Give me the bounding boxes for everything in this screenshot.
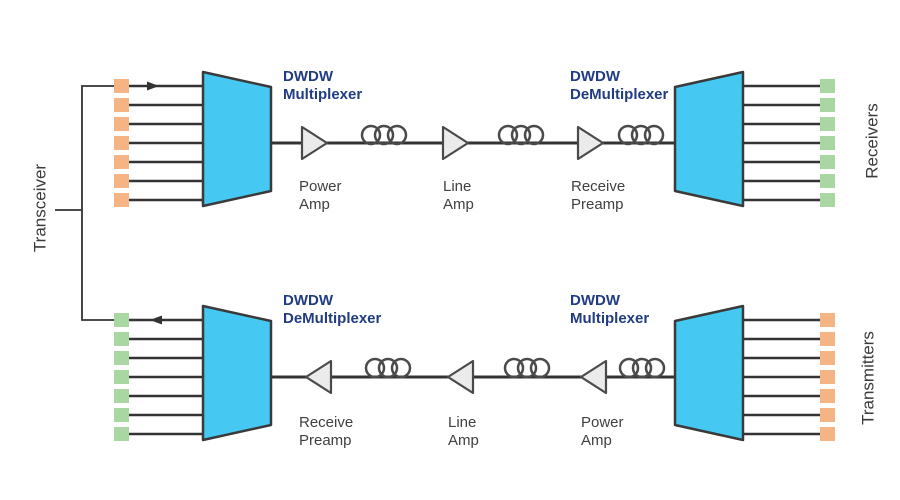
top-receive-preamp-label: Receive Preamp [571,178,629,213]
bottom-power-amp-icon [579,359,608,395]
transmitter-port-square [820,313,835,327]
top-fiber-coil-1-icon [360,124,408,146]
top-fiber-coil-2-icon [497,124,545,146]
transmitter-port-square [114,155,129,169]
transmitter-port-square [820,332,835,346]
bottom-mux-label: DWDW Multiplexer [570,292,649,327]
top-multiplexer-shape [201,70,273,208]
transmitter-port-square [114,98,129,112]
receiver-port-square [114,351,129,365]
top-mux-label: DWDW Multiplexer [283,68,362,103]
receiver-port-square [820,155,835,169]
receiver-port-square [820,79,835,93]
receiver-port-square [114,389,129,403]
receiver-port-square [820,136,835,150]
bottom-fiber-coil-1-icon [364,357,412,379]
receiver-port-square [820,193,835,207]
transmitter-port-square [820,351,835,365]
receiver-port-square [820,174,835,188]
bottom-line-amp-label: Line Amp [448,414,481,449]
receiver-port-square [114,313,129,327]
transmitter-port-square [114,136,129,150]
receiver-port-square [820,98,835,112]
bottom-transmit-channel-group: Transmitters [743,313,878,441]
bottom-receive-channel-group [114,313,203,441]
transmitter-port-square [820,370,835,384]
transmitter-port-square [114,193,129,207]
bottom-demultiplexer-shape [201,304,273,442]
bottom-power-amp-label: Power Amp [581,414,628,449]
bottom-fiber-coil-3-icon [618,357,666,379]
bottom-line-amp-icon [446,359,475,395]
top-demux-label: DWDW DeMultiplexer [570,68,669,103]
top-power-amp-label: Power Amp [299,178,346,213]
transmitter-port-square [114,117,129,131]
transmitter-port-square [820,408,835,422]
transmitter-port-square [820,389,835,403]
transmitter-port-square [114,174,129,188]
top-signal-arrow-icon [147,81,159,91]
top-line-amp-icon [441,125,470,161]
top-fiber-coil-3-icon [617,124,665,146]
receiver-port-square [114,332,129,346]
receiver-port-square [820,117,835,131]
receiver-port-square [114,370,129,384]
bottom-multiplexer-shape [673,304,745,442]
transmitter-port-square [114,79,129,93]
top-transmit-channel-group [114,79,203,207]
top-power-amp-icon [300,125,329,161]
receiver-port-square [114,427,129,441]
bottom-receive-preamp-icon [304,359,333,395]
bottom-fiber-coil-2-icon [503,357,551,379]
transceiver-group: Transceiver [31,85,114,321]
receiver-port-square [114,408,129,422]
transceiver-bracket-line [55,85,114,321]
receivers-label: Receivers [863,103,882,179]
top-receive-channel-group: Receivers [743,79,882,207]
bottom-receive-preamp-label: Receive Preamp [299,414,357,449]
transmitters-label: Transmitters [859,331,878,425]
transceiver-label: Transceiver [31,164,50,253]
top-line-amp-label: Line Amp [443,178,476,213]
bottom-signal-arrow-icon [150,315,162,325]
transmitter-port-square [820,427,835,441]
bottom-demux-label: DWDW DeMultiplexer [283,292,382,327]
top-demultiplexer-shape [673,70,745,208]
top-receive-preamp-icon [576,125,605,161]
